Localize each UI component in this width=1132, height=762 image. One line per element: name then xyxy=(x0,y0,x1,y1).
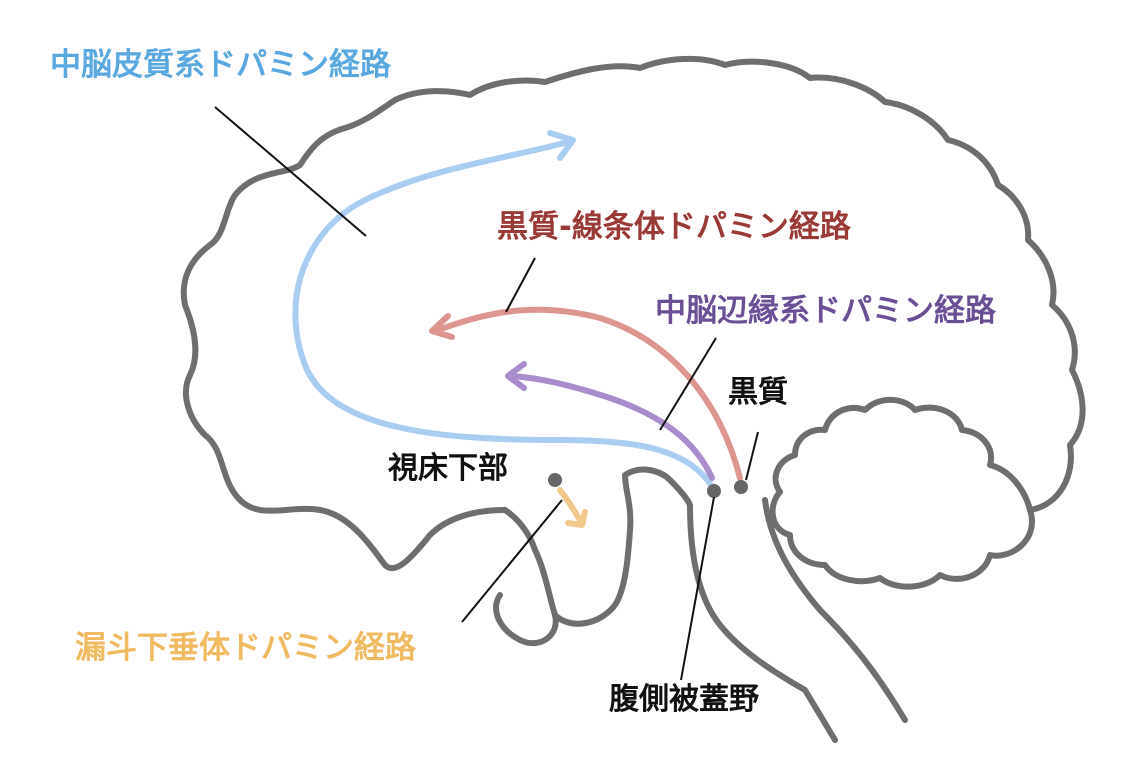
tuberoinfundibular-pathway xyxy=(557,487,583,523)
inner-structure-outline xyxy=(502,466,693,627)
mesocortical-arrowhead xyxy=(547,130,576,161)
substantia-nigra-nucleus xyxy=(734,480,748,494)
hypothalamus-nucleus xyxy=(548,473,562,487)
vta-nucleus xyxy=(707,484,721,498)
tuberoinfundibular-leader-line xyxy=(461,499,563,623)
leader-lines xyxy=(214,106,759,681)
cerebellum-outline xyxy=(769,396,1035,590)
brainstem-outline xyxy=(687,502,838,743)
substantia-nigra-label: 黒質 xyxy=(728,375,788,410)
pituitary-stalk-outline xyxy=(493,592,559,647)
hypothalamus-label: 視床下部 xyxy=(388,451,508,486)
vta-label: 腹側被蓋野 xyxy=(609,682,759,717)
brainstem-outline-right xyxy=(762,497,908,723)
cerebrum-outline xyxy=(180,55,1086,572)
nigrostriatal-pathway xyxy=(435,306,743,481)
tuberoinfundibular-pathway-label: 漏斗下垂体ドパミン経路 xyxy=(75,630,416,666)
mesolimbic-pathway xyxy=(509,373,715,481)
mesolimbic-pathway-label: 中脳辺縁系ドパミン経路 xyxy=(655,293,996,329)
pathways xyxy=(292,130,743,528)
tuberoinfundibular-arrowhead xyxy=(565,509,588,528)
mesolimbic-arrowhead xyxy=(505,361,527,391)
nigrostriatal-pathway-label: 黒質-線条体ドパミン経路 xyxy=(497,209,851,245)
substantia-nigra-leader-line xyxy=(745,431,759,481)
mesocortical-pathway xyxy=(292,139,716,491)
nigrostriatal-leader-line xyxy=(505,257,536,313)
nigrostriatal-arrowhead xyxy=(429,313,455,340)
mesolimbic-leader-line xyxy=(659,337,717,431)
brain-outline xyxy=(180,55,1086,743)
vta-leader-line xyxy=(680,496,715,681)
mesocortical-pathway-label: 中脳皮質系ドパミン経路 xyxy=(50,47,391,83)
mesocortical-leader-line xyxy=(214,106,367,237)
